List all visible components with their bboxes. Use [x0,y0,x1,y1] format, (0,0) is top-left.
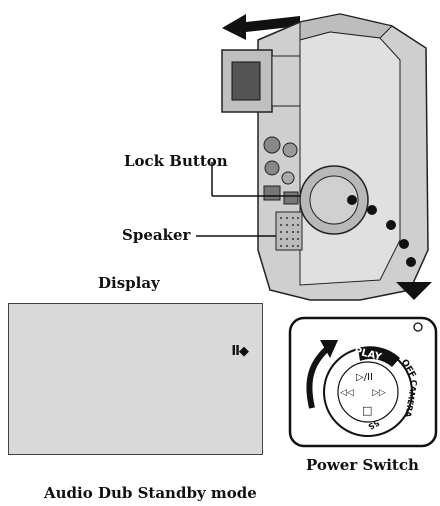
dial-stop-icon: □ [362,404,372,417]
speaker-grille [276,212,302,250]
mode-caption: Audio Dub Standby mode [44,484,257,502]
dial-play-pause-icon: ▷/II [356,372,373,383]
display-label: Display [98,274,160,292]
camera-power-dial [300,166,368,234]
viewfinder [222,50,300,112]
dial-fast-forward-icon: ▷▷ [372,388,386,398]
lock-button-label: Lock Button [124,152,228,170]
display-screen: II◆ [8,303,263,455]
power-switch-label: Power Switch [306,456,419,474]
speaker-label: Speaker [122,226,190,244]
audio-dub-standby-indicator: II◆ [231,344,248,359]
dial-rewind-icon: ◁◁ [340,388,354,398]
